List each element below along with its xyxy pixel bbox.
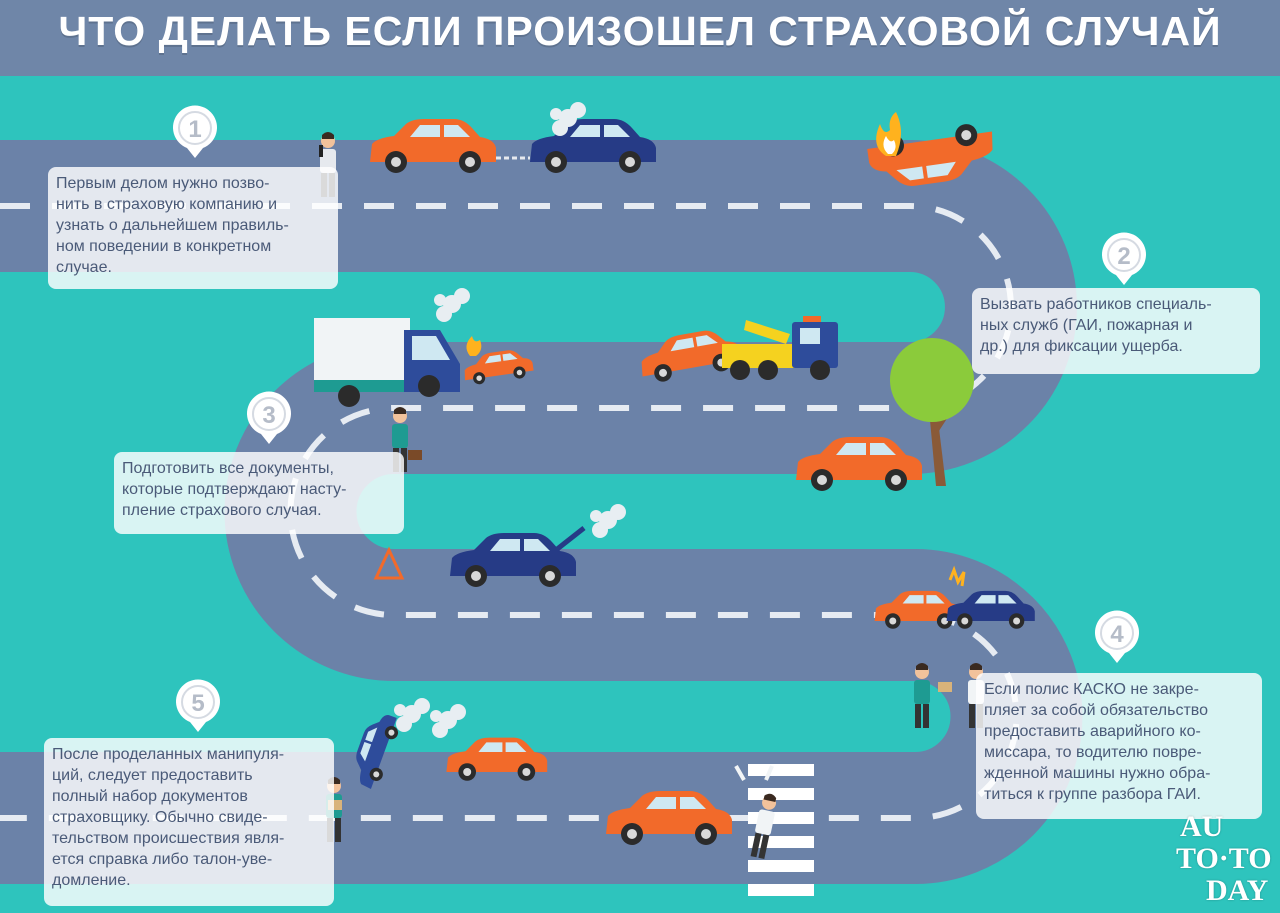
step-2-text: Вызвать работников специаль- ных служб (…	[980, 296, 1212, 355]
step-5-text-box: После проделанных манипуля- ций, следует…	[44, 738, 334, 906]
step-badge-1: 1	[172, 104, 218, 159]
tow-truck-icon	[636, 316, 838, 386]
step-badge-5: 5	[175, 678, 221, 733]
people-documents-icon	[914, 663, 984, 728]
step-5-text: После проделанных манипуля- ций, следует…	[52, 746, 285, 889]
step-badge-2: 2	[1101, 231, 1147, 286]
pedestrian-accident-icon	[606, 765, 779, 860]
fire-icon	[876, 112, 901, 156]
svg-text:4: 4	[1110, 621, 1124, 648]
person-documents-icon	[326, 777, 342, 842]
step-3-text: Подготовить все документы, которые подтв…	[122, 460, 347, 519]
car-tow-icon	[370, 102, 656, 173]
step-3-text-box: Подготовить все документы, которые подтв…	[114, 452, 404, 534]
step-2-text-box: Вызвать работников специаль- ных служб (…	[972, 288, 1260, 374]
car-collision-icon	[874, 565, 1035, 629]
watermark-line-2: TO·TO	[1176, 842, 1272, 875]
car-smoke-icon	[450, 504, 626, 587]
step-4-text: Если полис КАСКО не закре- пляет за собо…	[984, 681, 1211, 803]
step-1-text-box: Первым делом нужно позво- нить в страхов…	[48, 167, 338, 289]
step-badge-4: 4	[1094, 609, 1140, 664]
step-badge-3: 3	[246, 390, 292, 445]
person-phone-icon	[319, 132, 336, 197]
page-title: ЧТО ДЕЛАТЬ ЕСЛИ ПРОИЗОШЕЛ СТРАХОВОЙ СЛУЧ…	[58, 8, 1222, 54]
watermark-line-1: AU	[1180, 810, 1224, 843]
svg-text:3: 3	[262, 402, 275, 429]
watermark-line-3: DAY	[1206, 874, 1269, 907]
person-briefcase-icon	[392, 407, 422, 472]
svg-text:2: 2	[1117, 243, 1130, 270]
truck-crash-icon	[314, 288, 535, 407]
svg-text:5: 5	[191, 690, 204, 717]
tree-crash-icon	[796, 338, 974, 491]
header-bar	[0, 0, 1280, 76]
svg-text:1: 1	[188, 116, 201, 143]
step-4-text-box: Если полис КАСКО не закре- пляет за собо…	[976, 673, 1262, 819]
step-1-text: Первым делом нужно позво- нить в страхов…	[56, 175, 289, 276]
warning-triangle-icon	[373, 546, 405, 580]
